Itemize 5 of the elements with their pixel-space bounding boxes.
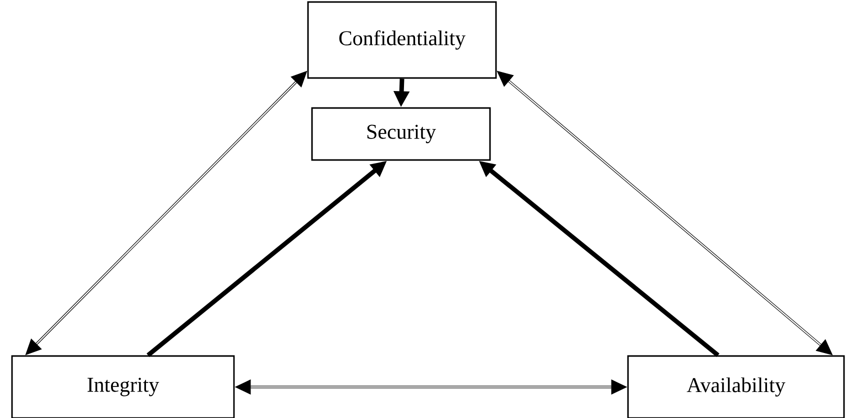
concept-box: Integrity [11, 355, 235, 418]
arrow [25, 70, 308, 356]
concept-box: Security [311, 107, 491, 161]
concept-box: Availability [627, 355, 845, 418]
concept-box: Confidentiality [307, 1, 497, 79]
